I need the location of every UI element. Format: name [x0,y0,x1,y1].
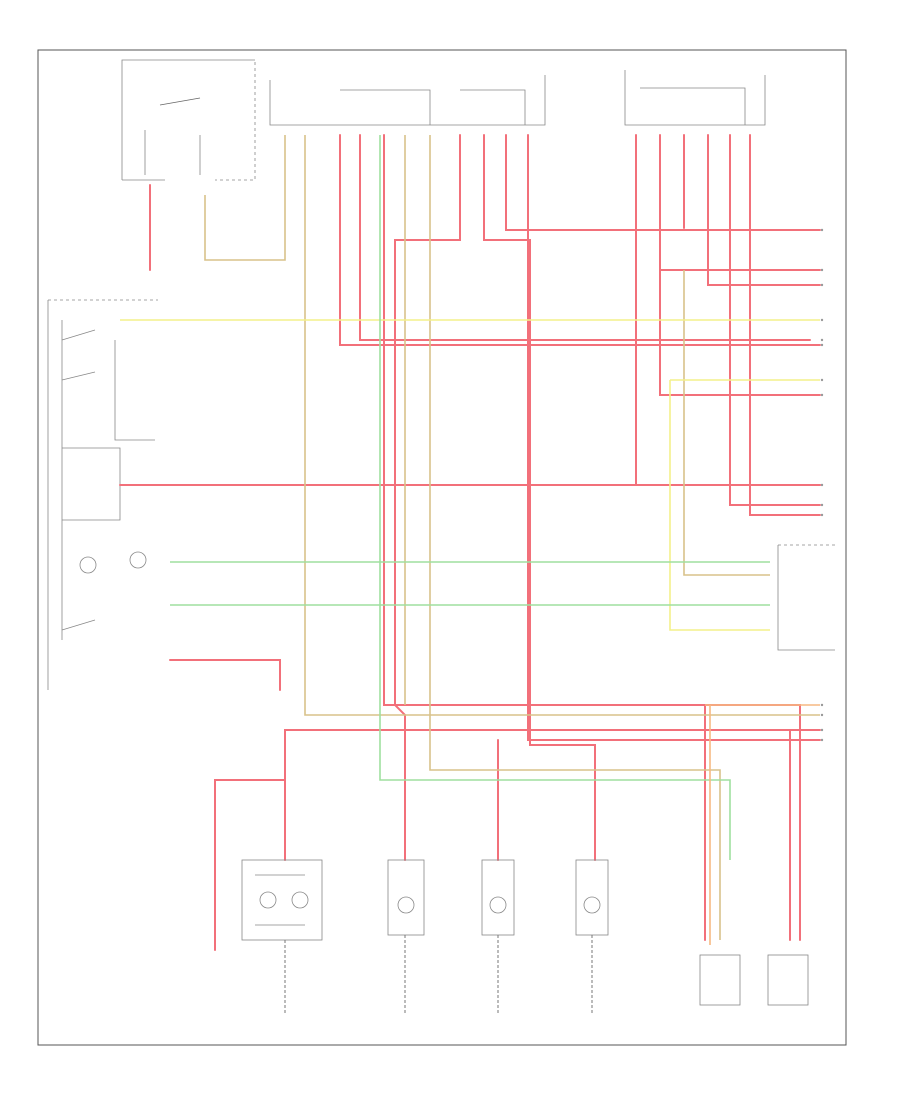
connector-icon [820,703,824,707]
lamp-assembly-center [387,859,425,936]
switch-icon [61,329,96,631]
lamp-assembly-right-1 [481,859,515,936]
wire-group-tan [204,135,820,940]
wire-yellow-2 [669,380,770,631]
connector-icon [820,728,824,732]
wire-red-5 [483,134,596,861]
connector-icon [820,393,824,397]
lamp-components [241,859,809,1006]
bulb-icon [129,551,147,569]
ignition-switch-box [121,59,256,181]
wire-red-7 [527,134,821,741]
wire-red-4 [394,134,461,861]
connector-icon [820,318,824,322]
ground-drops [284,935,593,1015]
bulb-icon [397,896,415,914]
control-module-box [777,544,835,651]
lamp-assembly-left [241,859,323,941]
connector-icon [820,513,824,517]
connector-icon [820,228,824,232]
wire-group-orange [705,704,820,945]
wire-group-green [170,135,770,860]
bulb-icon [583,896,601,914]
diagram-frame [37,49,847,1046]
connector-icon [820,343,824,347]
wire-red-13 [749,134,821,516]
wire-group-yellow [120,319,820,631]
connector-icon [820,378,824,382]
wire-tan-4 [429,135,721,940]
wire-red-2 [359,134,811,341]
connector-icon [820,738,824,742]
wire-red-11 [707,134,821,286]
wire-red-16 [169,659,281,691]
top-connector-boxes [269,70,766,126]
wire-red-12 [729,134,821,506]
bulb-icon [259,891,277,909]
lamp-assembly-right-2 [575,859,609,936]
wire-tan-2 [304,135,820,716]
wire-group-red [119,134,821,951]
bulb-icon [79,556,97,574]
connector-icon [820,483,824,487]
connector-icon [820,283,824,287]
connector-icon [820,503,824,507]
bulb-icon [291,891,309,909]
junction-box-left [699,954,741,1006]
connector-icon [820,713,824,717]
connector-icon [820,268,824,272]
wire-red-6 [505,134,821,231]
headlight-switch-panel [47,299,158,690]
wire-green-3 [379,135,731,860]
wire-red-9 [659,134,821,396]
junction-box-right [767,954,809,1006]
wire-tan-5 [683,270,770,576]
wire-red-3 [383,134,801,941]
switch-icon [159,97,201,106]
wire-tan-1 [204,135,286,261]
connector-icon [820,338,824,342]
wire-red-8 [635,134,821,486]
bulb-icon [489,896,507,914]
right-edge-terminals [820,228,824,742]
